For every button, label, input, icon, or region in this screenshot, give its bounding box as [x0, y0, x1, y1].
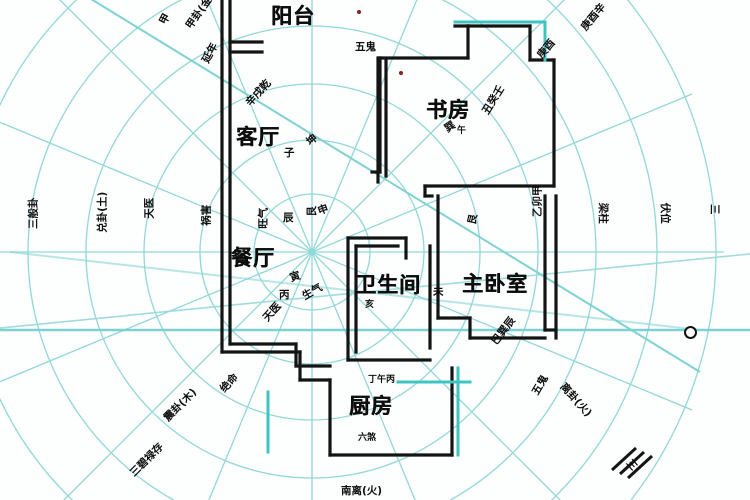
ring-label-out-jiagua: 甲卦(金) [183, 0, 218, 32]
ring-label-out-ligua: 离卦(火) [557, 380, 594, 420]
ring-label-out-huohai: 祸害 [200, 204, 213, 226]
exterior-walls [220, 0, 454, 457]
annotation-ann-liushab: 绝命 [217, 371, 241, 395]
ring-label-out-sanqi: 三 [623, 457, 640, 473]
annotation-ann-wei: 未 [433, 286, 444, 298]
ring-label-out-zhengua: 震卦(木) [161, 386, 200, 424]
annotation-ann-kun: 坤 [304, 132, 320, 149]
annotation-ann-jia: 甲 [157, 11, 173, 27]
ring-label-out-gengyou2: 庚酉辛 [578, 1, 609, 34]
annotation-ann-yimaoyi: 乙卯甲 [531, 185, 544, 218]
fixture-study-dot-icon [399, 71, 403, 75]
annotation-ann-wu2: 午 [457, 126, 467, 136]
annotation-ann-dingwubing: 丁午丙 [368, 375, 396, 385]
room-label-balcony: 阳台 [271, 4, 315, 28]
annotation-ann-tianyib: 天医 [260, 300, 284, 324]
annotation-ann-xun: 巽 [442, 119, 458, 135]
annotation-ann-liusha: 六煞 [358, 433, 377, 443]
ring-label-out-wangqi: 旺气 [257, 207, 270, 229]
annotation-ann-shen: 申 [316, 202, 331, 218]
annotation-ann-gen: 艮 [466, 212, 480, 226]
fixture-balcony-dot-icon [357, 10, 361, 14]
hatch-marks-icon [610, 446, 654, 480]
room-label-study: 书房 [426, 98, 470, 122]
bathroom-walls [346, 236, 432, 362]
east-marker-icon [684, 326, 697, 339]
annotation-ann-xinxuqian: 辛戌乾 [243, 77, 274, 109]
room-label-bathroom: 卫生间 [355, 273, 421, 297]
highlighted-wall-segments [266, 20, 547, 457]
annotation-ann-shengqi: 生气 [300, 281, 325, 303]
annotation-ann-wugui2: 五鬼 [529, 373, 551, 398]
compass-axes [0, 253, 750, 332]
ring-label-out-tianyi: 天医 [143, 197, 156, 219]
ring-label-out-liangzhu: 梁柱 [596, 202, 609, 224]
annotation-ann-chen: 辰 [283, 212, 294, 224]
annotation-ann-sibingwu: 巳巽辰 [489, 314, 518, 348]
annotation-ann-hai: 亥 [365, 300, 375, 310]
corridor-walls [376, 56, 388, 184]
room-label-master-bed: 主卧室 [462, 272, 528, 296]
annotation-ann-gengyou: 庚酉 [534, 37, 558, 61]
master-bedroom-walls [436, 194, 558, 340]
annotation-ann-wuxi: 五鬼 [355, 41, 376, 53]
annotation-ann-yanniant: 延年 [200, 41, 221, 66]
ring-label-out-sanbangua-l: 三般卦 [27, 197, 40, 230]
ring-label-out-bottom: 南离(火) [341, 485, 383, 497]
annotation-ann-bingfu: 丙 [279, 289, 290, 301]
annotation-ann-yin: 寅 [288, 269, 303, 285]
ring-label-out-sanbilucun: 三碧禄存 [127, 440, 166, 480]
ring-label-out-jian: 艮 [306, 206, 318, 217]
room-label-dining-room: 餐厅 [231, 246, 275, 270]
ring-label-out-fuwei: 伏位 [658, 202, 671, 224]
annotation-ann-chouguiyin: 丑癸壬 [480, 83, 507, 117]
room-label-living-room: 客厅 [236, 125, 280, 149]
room-label-kitchen: 厨房 [349, 394, 393, 418]
ring-label-out-duigua: 兑卦(土) [96, 191, 109, 233]
annotation-ann-zi: 子 [284, 147, 295, 159]
ring-label-out-sanji: 三 [708, 204, 721, 215]
